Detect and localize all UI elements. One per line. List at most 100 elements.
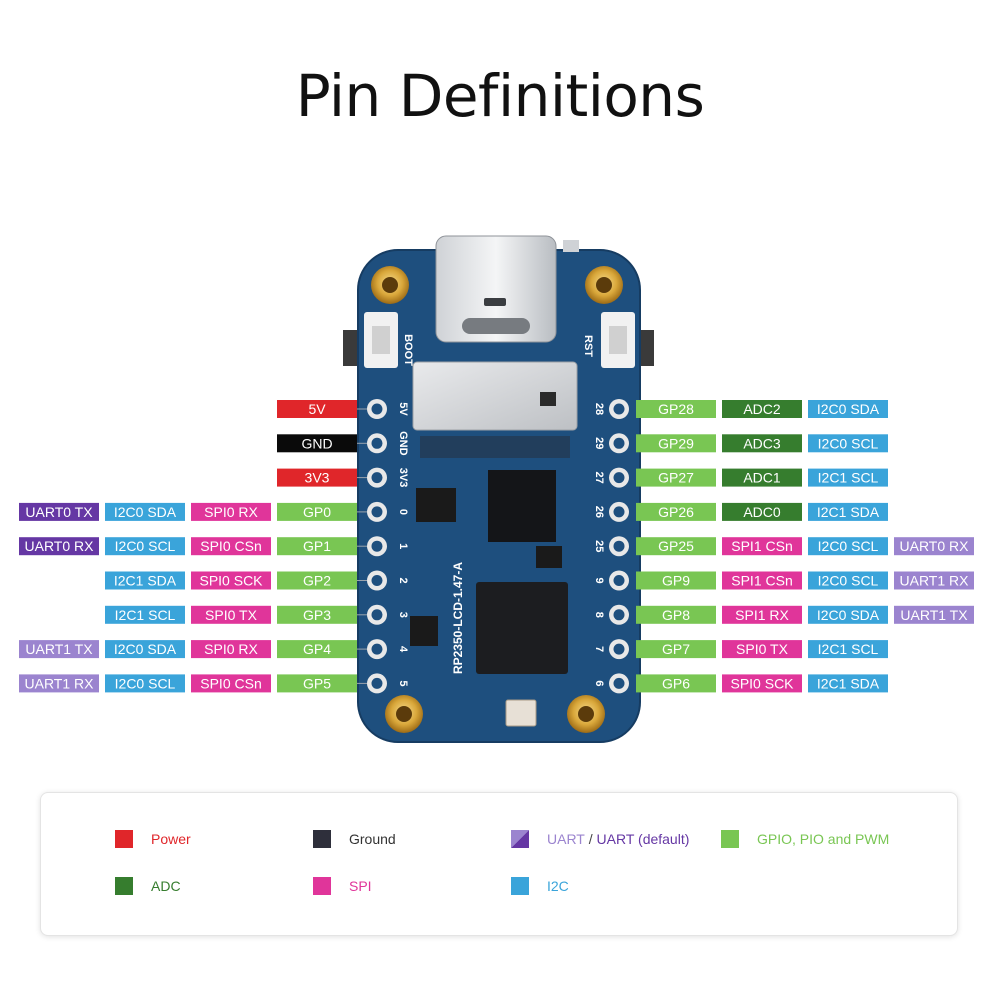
header-pad-hole [371,643,383,655]
legend-label-gpio: GPIO, PIO and PWM [757,831,890,847]
silk-label: 7 [593,646,605,652]
pin-label-text: UART0 RX [25,538,95,554]
pin-label-box [636,605,716,624]
silk-label: 5V [397,402,409,416]
pin-label-text: SPI0 CSn [200,675,261,691]
pin-label-uart1-rx: UART1 RX [894,571,974,590]
pin-label-text: I2C1 SCL [115,607,176,623]
header-pad-hole [613,609,625,621]
pin-label-box [894,537,974,556]
pin-label-adc1: ADC1 [722,468,802,487]
pin-label-spi0-sck: SPI0 SCK [722,674,802,693]
pin-label-spi0-sck: SPI0 SCK [191,571,271,590]
pin-label-5v: 5V [277,400,357,418]
pin-label-box [277,468,357,487]
pin-label-gp26: GP26 [636,502,716,521]
legend-item-power: Power [115,830,191,848]
board-name-silk: RP2350-LCD-1.47-A [451,562,465,674]
pin-label-box [277,400,357,418]
pin-label-text: GP25 [658,538,694,554]
pin-label-i2c0-sda: I2C0 SDA [808,400,888,418]
pin-label-i2c1-sda: I2C1 SDA [808,674,888,693]
pin-label-text: GP0 [303,504,331,520]
pin-label-uart0-tx: UART0 TX [19,502,99,521]
header-pad-hole [613,506,625,518]
legend-item-spi: SPI [313,877,372,895]
pin-label-box [808,640,888,659]
pin-label-spi1-csn: SPI1 CSn [722,571,802,590]
ground-swatch [313,830,331,848]
legend-item-ground: Ground [313,830,396,848]
mounting-hole-inner [396,706,412,722]
pin-label-spi1-rx: SPI1 RX [722,605,802,624]
pin-label-text: I2C0 SDA [114,641,177,657]
pin-label-uart1-rx: UART1 RX [19,674,99,693]
pin-label-text: SPI0 RX [204,641,258,657]
silk-label: 28 [593,403,605,415]
usb-c-connector[interactable] [435,235,557,343]
pin-label-text: 3V3 [305,470,330,486]
small-chip [410,616,438,646]
pin-label-box [191,571,271,590]
pin-label-box [722,468,802,487]
pin-label-i2c0-sda: I2C0 SDA [105,640,185,659]
header-pad-hole [613,677,625,689]
pin-label-box [894,571,974,590]
pin-label-i2c0-sda: I2C0 SDA [808,605,888,624]
reset-button-cap[interactable] [638,330,654,366]
header-pad-hole [371,403,383,415]
pin-label-box [722,640,802,659]
pin-label-box [636,468,716,487]
pin-label-gp28: GP28 [636,400,716,418]
silk-label: 27 [593,471,605,483]
pin-label-text: I2C1 SDA [114,573,177,589]
silk-label: 3 [397,612,409,618]
pin-label-text: GP29 [658,435,694,451]
pin-label-box [722,400,802,418]
pin-label-box [808,537,888,556]
pin-label-box [636,640,716,659]
crystal [505,699,537,727]
boot-button-cap[interactable] [343,330,359,366]
pin-label-text: GP5 [303,675,331,691]
pin-label-gp0: GP0 [277,502,357,521]
pin-label-spi1-csn: SPI1 CSn [722,537,802,556]
pin-label-text: GP28 [658,401,694,417]
pin-label-box [722,434,802,453]
pin-label-text: I2C1 SDA [817,675,880,691]
pin-label-box [19,537,99,556]
header-pad-hole [371,677,383,689]
page-title: Pin Definitions [295,62,705,130]
pin-label-text: UART0 TX [25,504,93,520]
header-pad-hole [613,575,625,586]
pin-label-text: GP7 [662,641,690,657]
pin-label-adc0: ADC0 [722,502,802,521]
pin-label-i2c1-scl: I2C1 SCL [808,468,888,487]
pin-label-text: SPI0 CSn [200,538,261,554]
pin-label-box [105,640,185,659]
legend-label-power: Power [151,831,191,847]
pin-label-i2c0-scl: I2C0 SCL [808,434,888,453]
pin-label-box [894,605,974,624]
silk-label: 29 [593,437,605,449]
pin-label-gp29: GP29 [636,434,716,453]
pin-label-box [191,502,271,521]
silk-label: 4 [397,646,409,653]
pin-label-box [191,537,271,556]
pin-label-gp2: GP2 [277,571,357,590]
pin-label-text: I2C0 SCL [115,538,176,554]
pin-label-text: ADC1 [743,470,781,486]
uart-swatch [511,830,529,848]
pin-label-text: GP9 [662,573,690,589]
pin-label-text: I2C0 SCL [115,675,176,691]
legend-label-spi: SPI [349,878,372,894]
legend: Power Ground UART / UART (default) GPIO,… [40,792,958,936]
pin-label-spi0-tx: SPI0 TX [191,605,271,624]
pin-label-box [19,674,99,693]
pin-label-text: I2C0 SCL [818,435,879,451]
adc-swatch [115,877,133,895]
pin-label-i2c1-scl: I2C1 SCL [105,605,185,624]
legend-uart-separator: / [584,831,597,847]
